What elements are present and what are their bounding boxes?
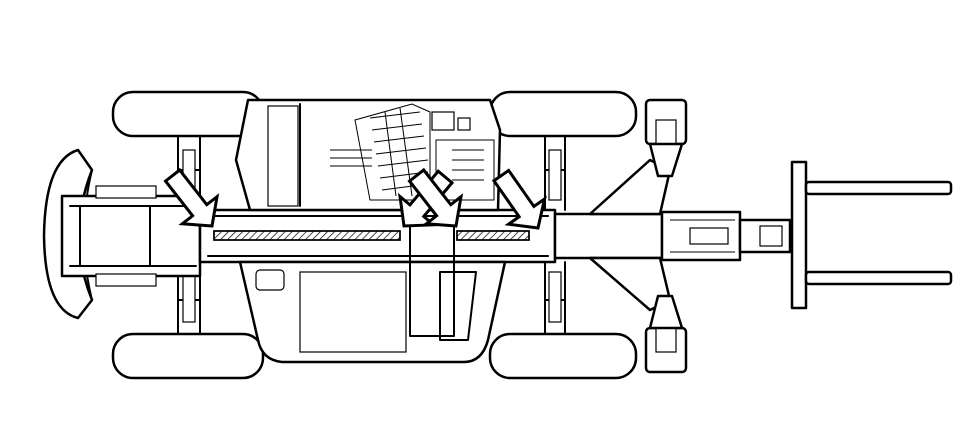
wheels bbox=[111, 90, 638, 380]
fork-carriage bbox=[790, 160, 953, 310]
fork-tine-bottom bbox=[804, 270, 953, 286]
arrow-callout-4 bbox=[491, 168, 547, 230]
wheel-rear-top bbox=[111, 90, 265, 138]
wheel-rear-bottom bbox=[111, 332, 265, 380]
stabilizers bbox=[644, 98, 688, 374]
counterweight bbox=[42, 148, 202, 320]
wheel-front-top bbox=[488, 90, 638, 138]
callout-arrows bbox=[163, 167, 547, 230]
arrow-callout-1 bbox=[163, 167, 220, 228]
wheel-front-bottom bbox=[488, 332, 638, 380]
arrow-callout-3 bbox=[407, 167, 464, 228]
boom bbox=[553, 158, 792, 312]
cab-upper bbox=[234, 98, 502, 212]
fork-tine-top bbox=[804, 180, 953, 196]
cab-lower bbox=[238, 215, 507, 364]
